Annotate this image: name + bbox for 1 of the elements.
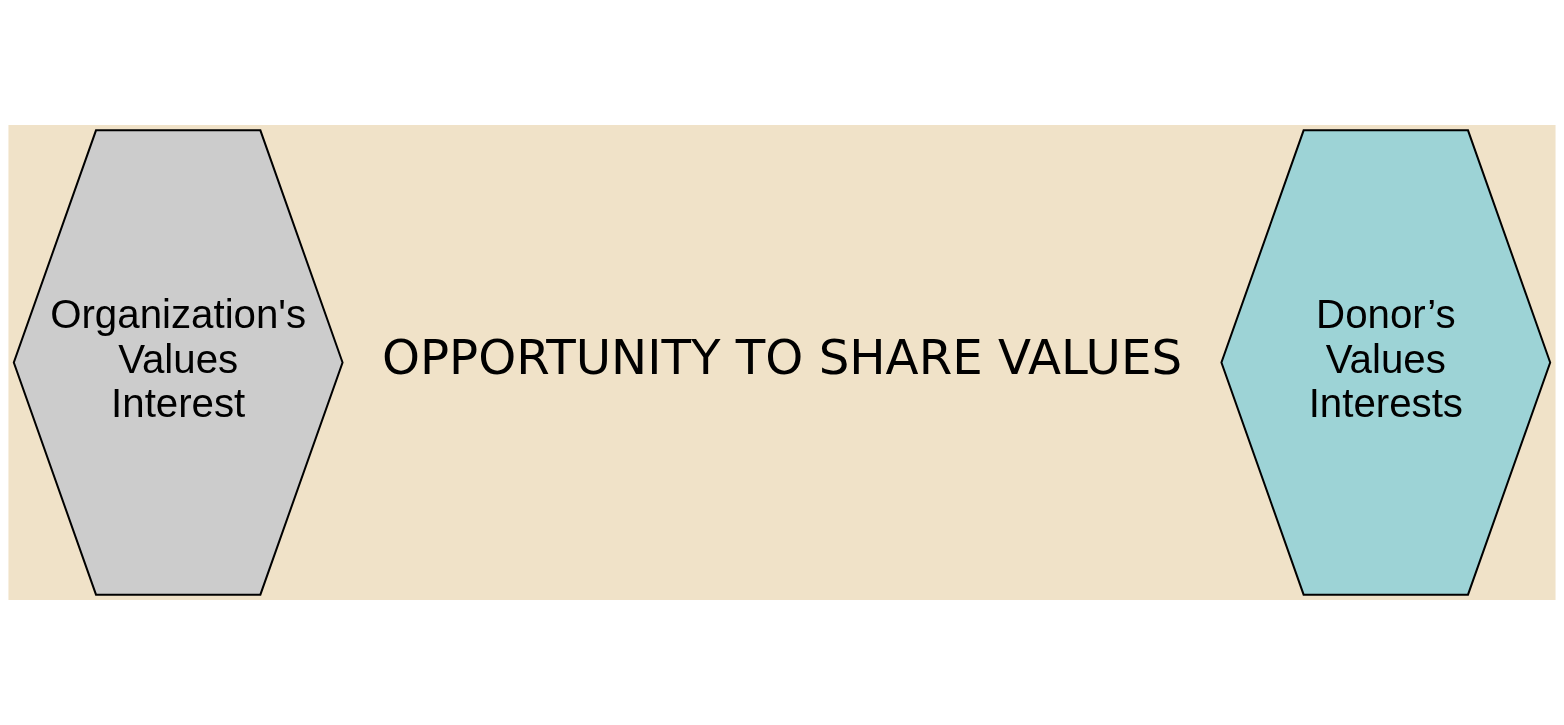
label: OPPORTUNITY TO SHARE VALUES [381, 329, 1183, 386]
